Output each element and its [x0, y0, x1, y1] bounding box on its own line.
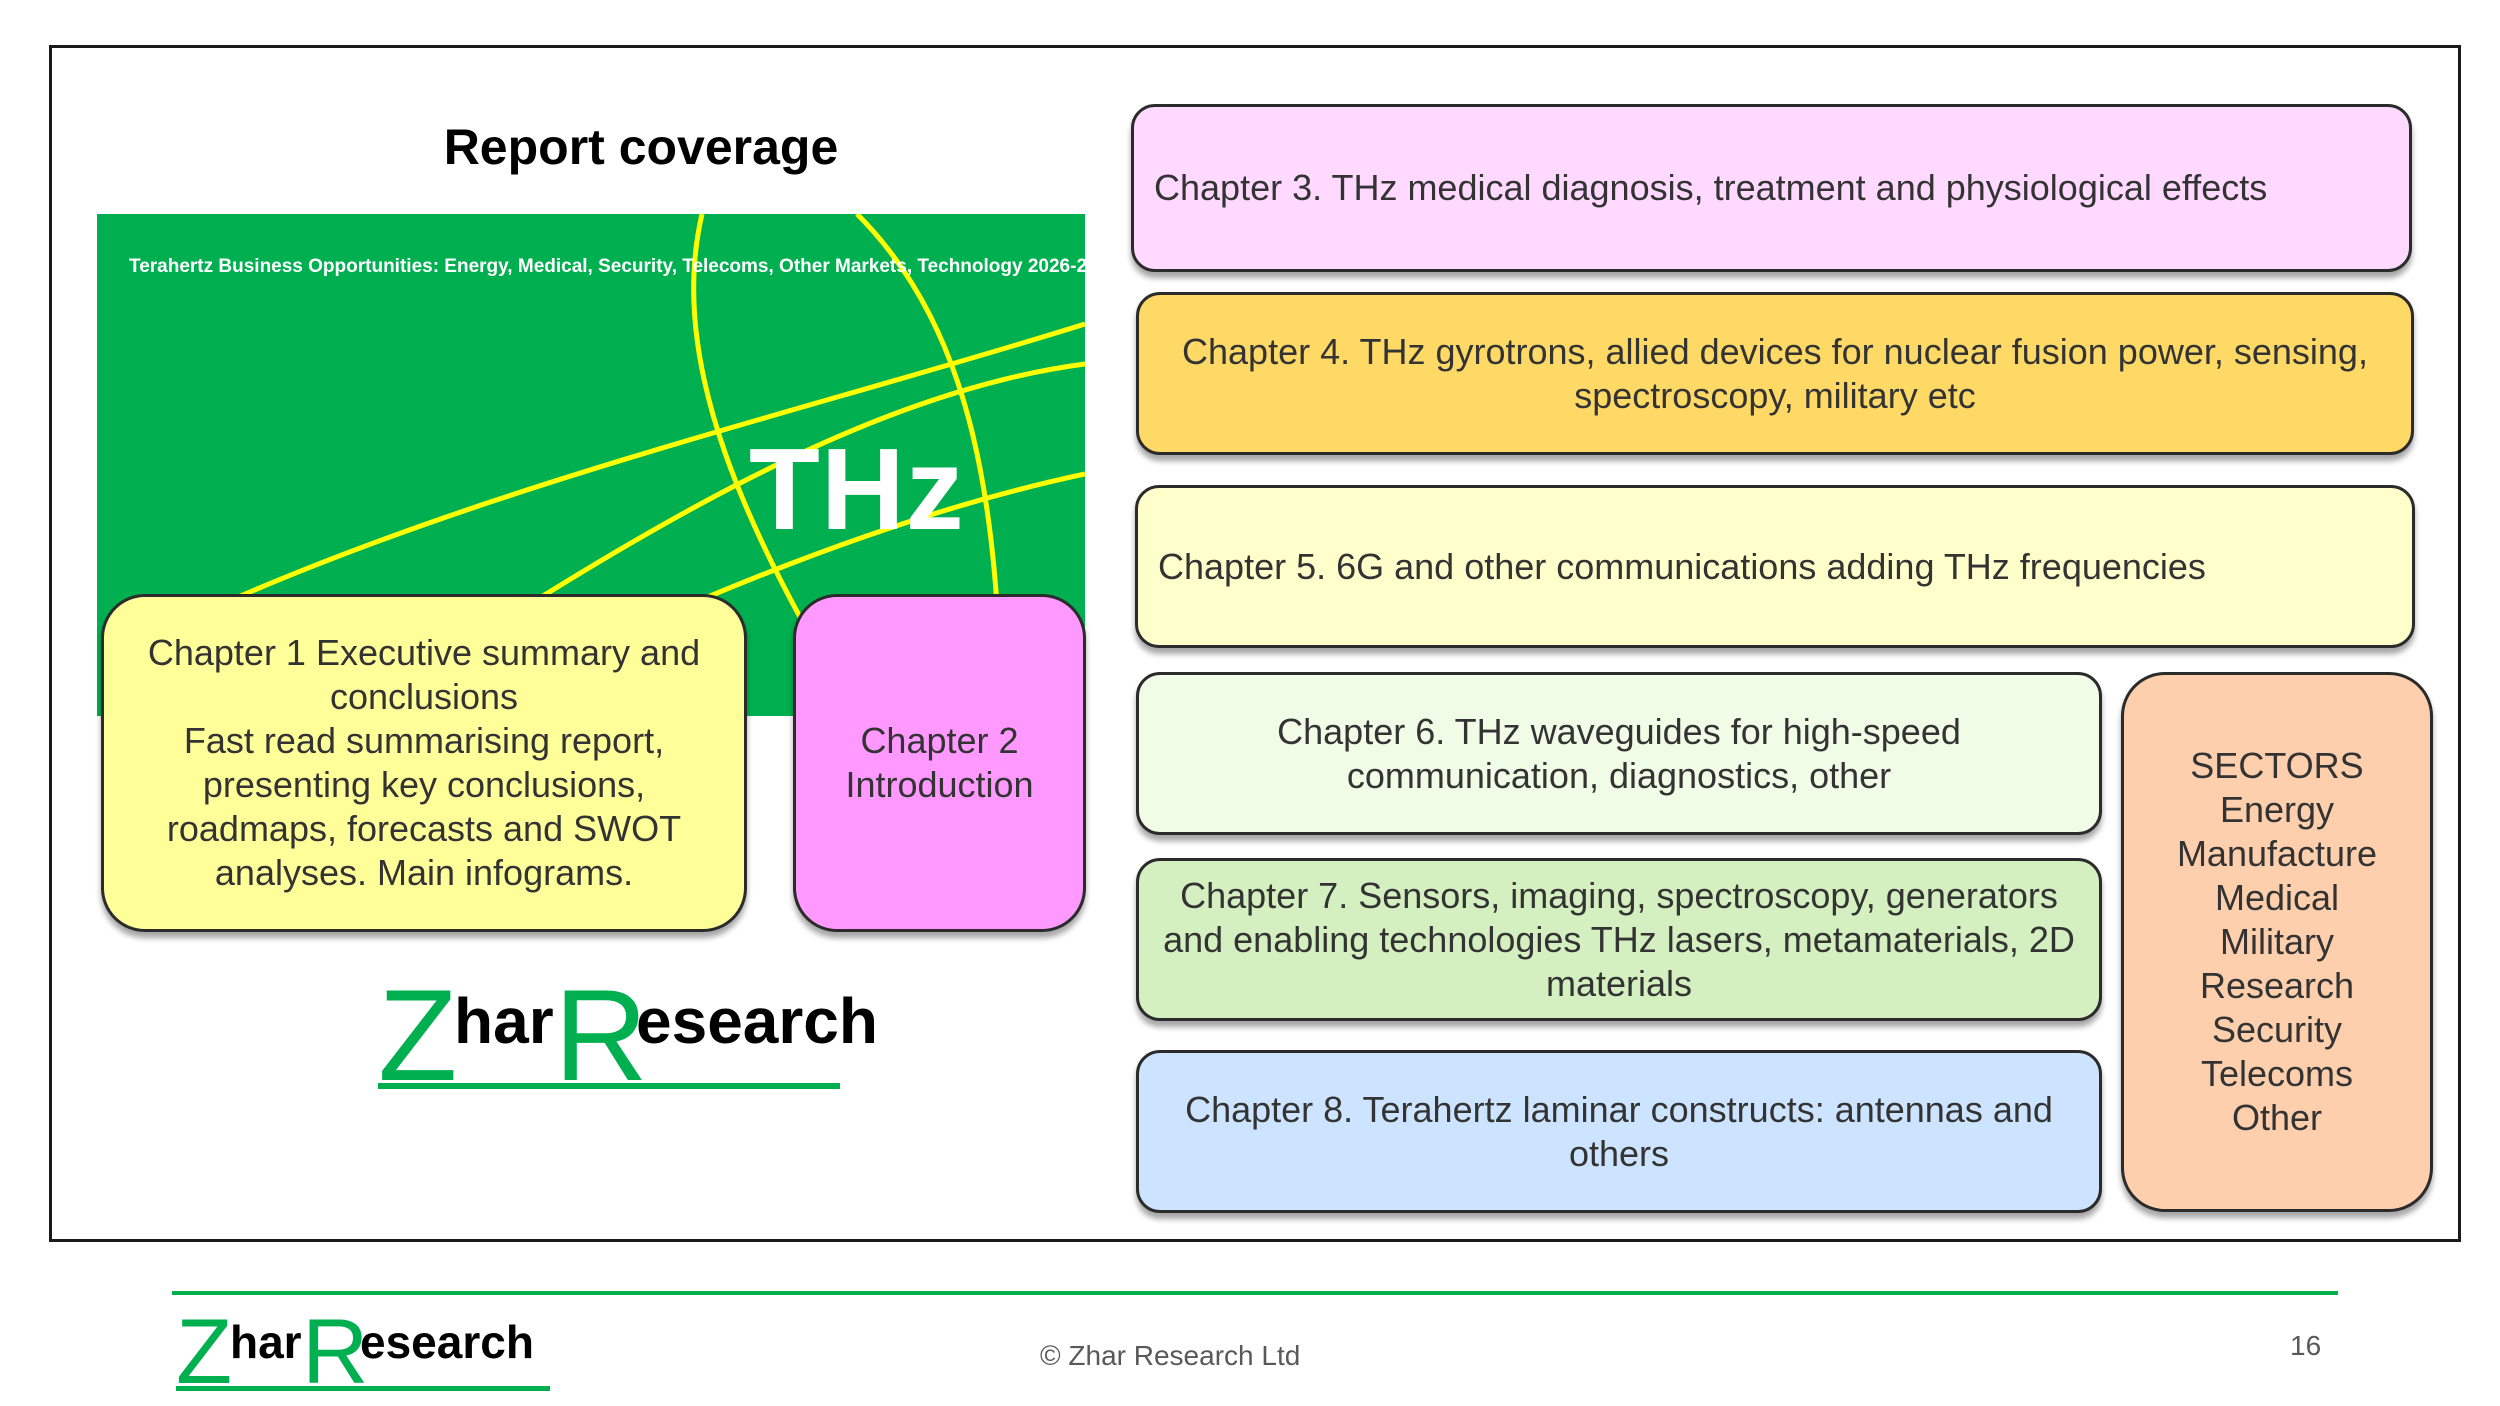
chapter-2-text: Chapter 2 Introduction — [845, 720, 1034, 805]
logo-z: Z — [378, 975, 457, 1095]
chapter-8-text: Chapter 8. Terahertz laminar constructs:… — [1185, 1088, 2053, 1174]
footer-logo-har: har — [230, 1316, 302, 1368]
chapter-3-text: Chapter 3. THz medical diagnosis, treatm… — [1154, 167, 2268, 208]
zhar-research-logo: Z har R esearch — [378, 975, 878, 1095]
page-title: Report coverage — [443, 119, 839, 175]
footer-logo-z: Z — [176, 1308, 232, 1394]
chapter-2-box: Chapter 2 Introduction — [793, 594, 1086, 932]
sectors-box: SECTORS Energy Manufacture Medical Milit… — [2121, 672, 2433, 1212]
chapter-6-box: Chapter 6. THz waveguides for high-speed… — [1136, 672, 2102, 835]
sectors-text: SECTORS Energy Manufacture Medical Milit… — [2176, 745, 2378, 1138]
page-number: 16 — [2290, 1330, 2322, 1361]
chapter-4-text: Chapter 4. THz gyrotrons, allied devices… — [1182, 330, 2368, 416]
chapter-5-box: Chapter 5. 6G and other communications a… — [1135, 485, 2415, 648]
chapter-5-text: Chapter 5. 6G and other communications a… — [1158, 545, 2206, 587]
footer-logo-esearch: esearch — [360, 1316, 534, 1368]
cover-thz-badge: THz — [749, 424, 965, 554]
footer-logo-r: R — [302, 1308, 368, 1394]
logo-r: R — [554, 975, 648, 1095]
chapter-3-box: Chapter 3. THz medical diagnosis, treatm… — [1131, 104, 2412, 272]
slide-frame — [49, 45, 2461, 1242]
chapter-6-text: Chapter 6. THz waveguides for high-speed… — [1277, 710, 1961, 796]
chapter-1-box: Chapter 1 Executive summary and conclusi… — [101, 594, 747, 932]
chapter-1-text: Chapter 1 Executive summary and conclusi… — [147, 632, 701, 893]
chapter-7-text: Chapter 7. Sensors, imaging, spectroscop… — [1163, 874, 2075, 1004]
chapter-7-box: Chapter 7. Sensors, imaging, spectroscop… — [1136, 858, 2102, 1021]
chapter-4-box: Chapter 4. THz gyrotrons, allied devices… — [1136, 292, 2414, 455]
logo-har: har — [454, 985, 554, 1057]
chapter-8-box: Chapter 8. Terahertz laminar constructs:… — [1136, 1050, 2102, 1213]
footer-divider — [172, 1291, 2338, 1295]
logo-esearch: esearch — [636, 985, 878, 1057]
cover-subtitle: Terahertz Business Opportunities: Energy… — [129, 256, 1085, 277]
footer-logo: Z har R esearch — [176, 1308, 550, 1394]
copyright-text: © Zhar Research Ltd — [1040, 1340, 1301, 1371]
